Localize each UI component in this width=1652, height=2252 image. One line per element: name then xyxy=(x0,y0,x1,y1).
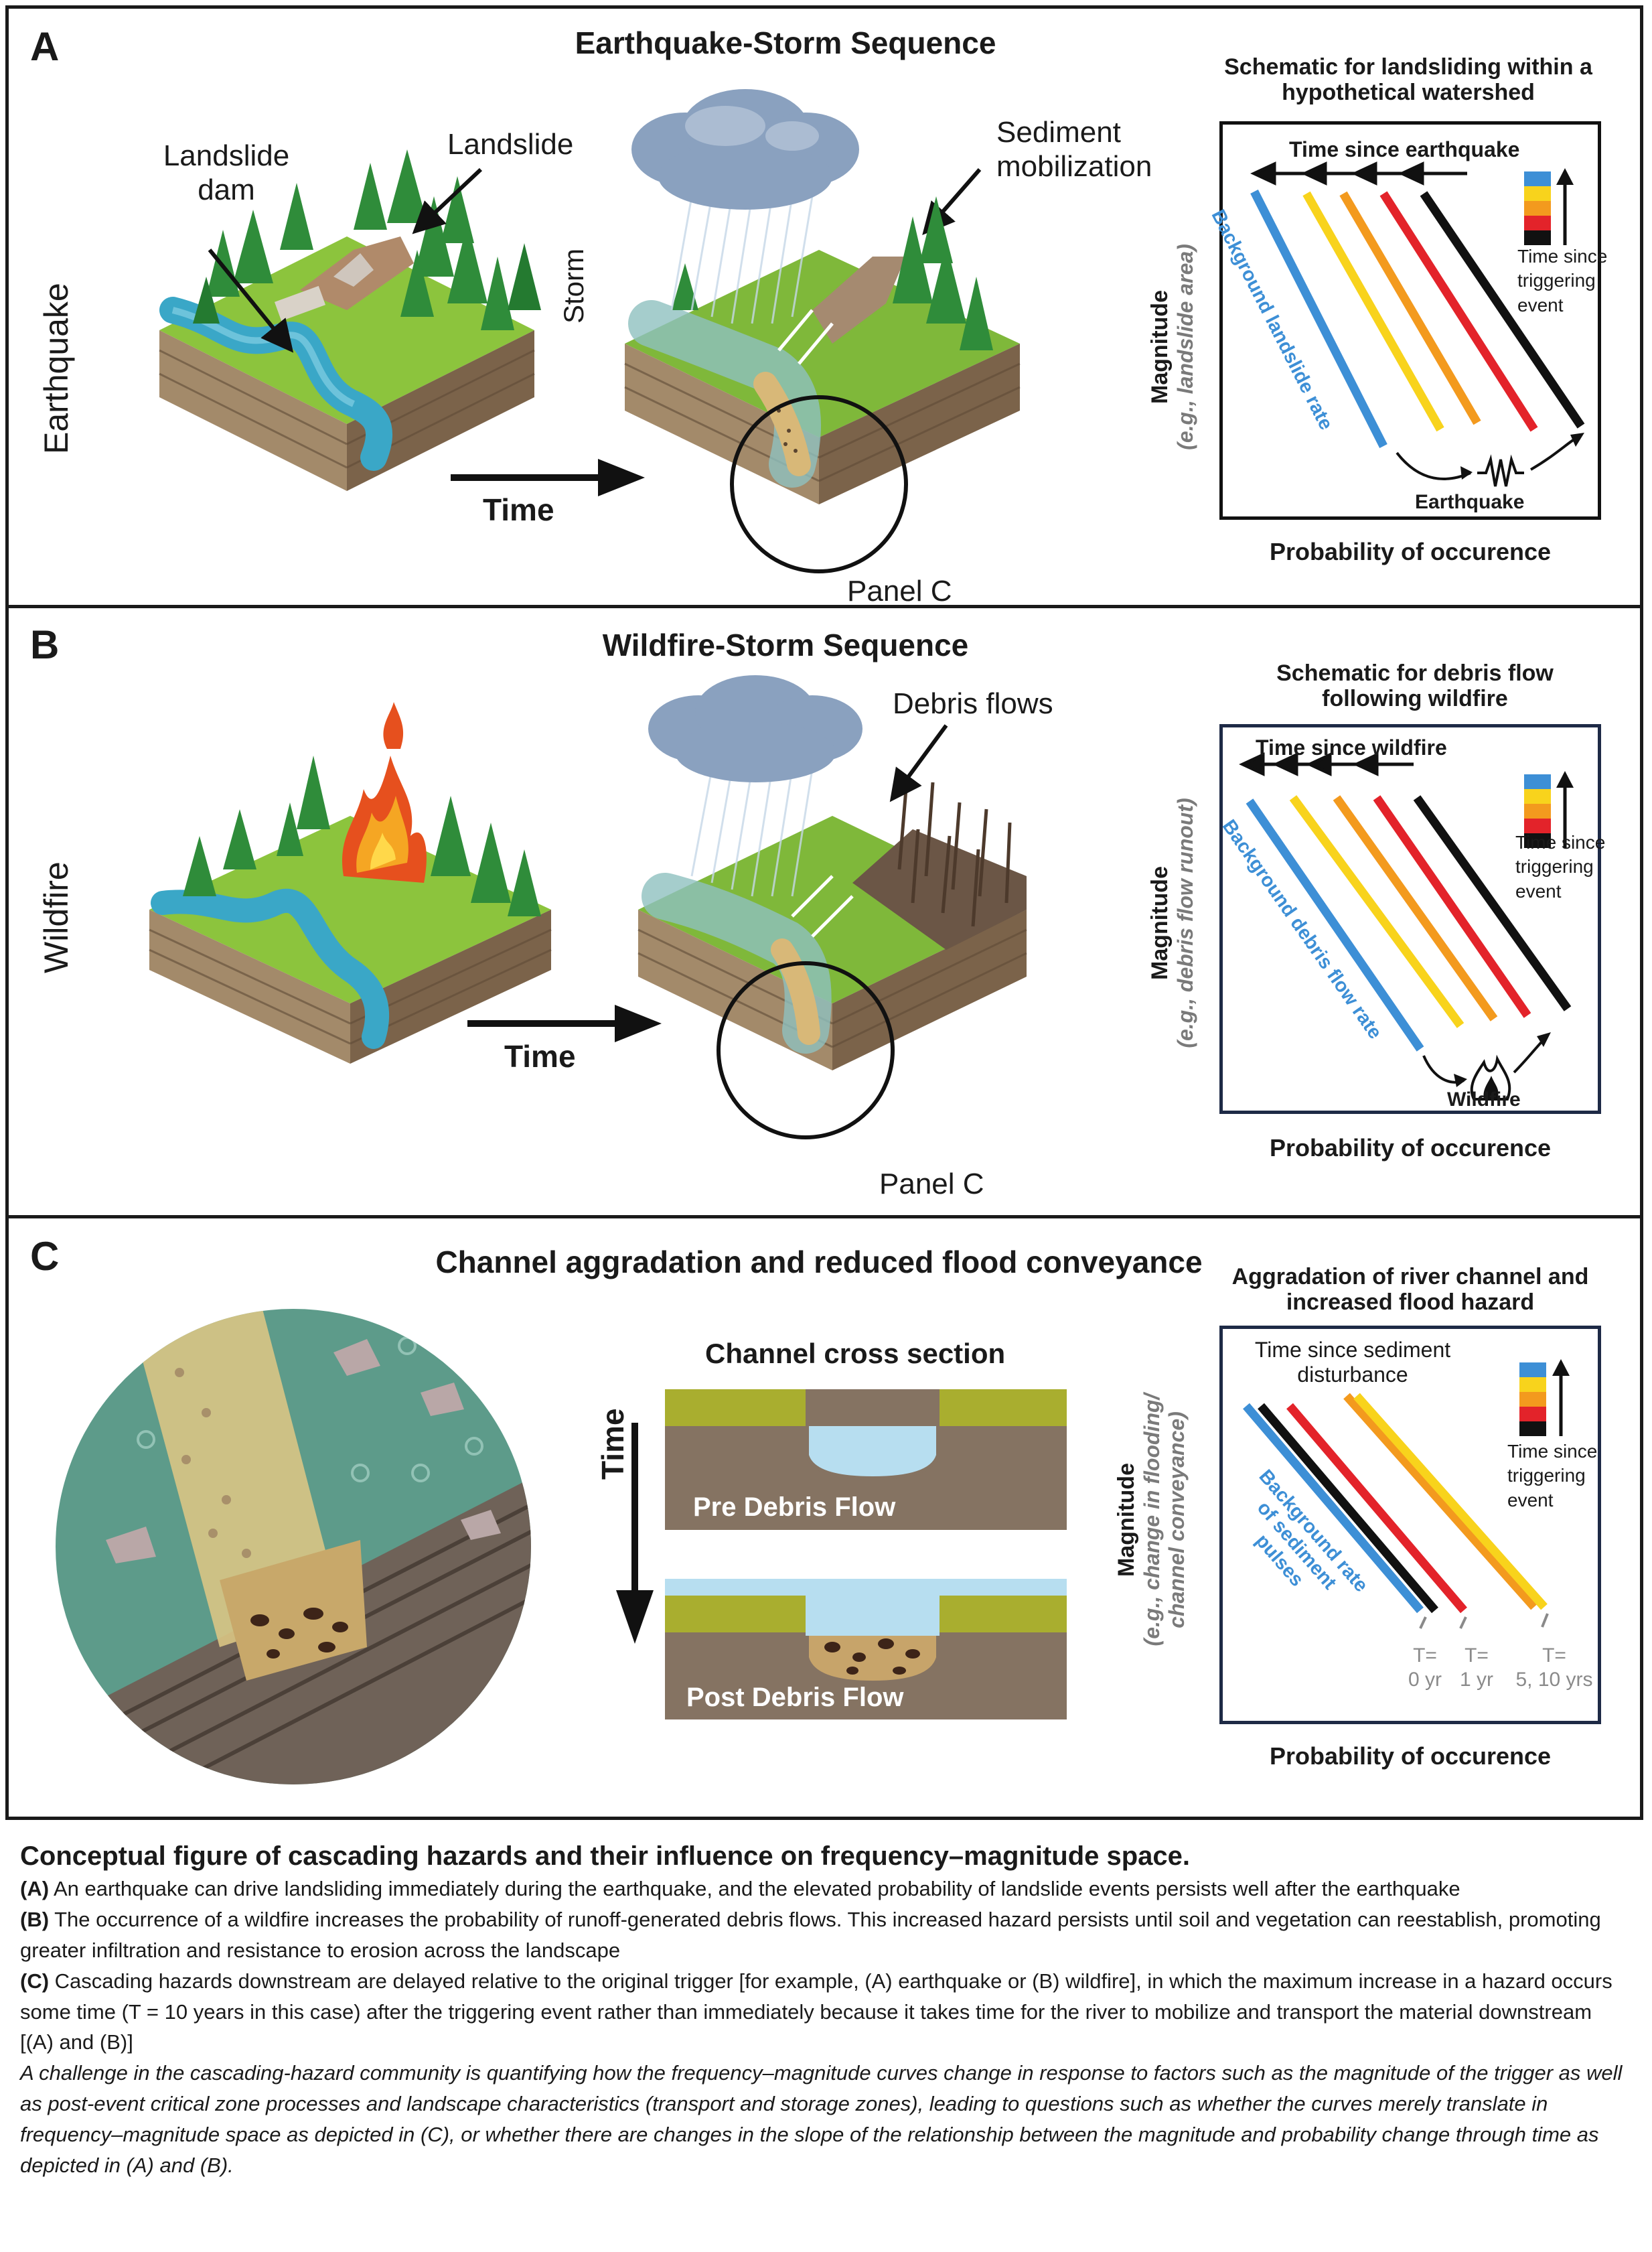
time-label: Time xyxy=(595,1408,630,1480)
panel-letter: C xyxy=(30,1234,60,1279)
t-label-prefix: T= xyxy=(1542,1644,1566,1667)
caption-a: (A) An earthquake can drive landsliding … xyxy=(20,1874,1627,1904)
debris-flows-label: Debris flows xyxy=(893,687,1053,720)
y-axis-title: Magnitude xyxy=(1147,866,1173,980)
y-axis-label: Magnitude (e.g., change in flooding/ cha… xyxy=(1114,1359,1189,1681)
caption-c-tag: (C) xyxy=(20,1969,50,1993)
caption-c-text: Cascading hazards downstream are delayed… xyxy=(20,1969,1612,2054)
caption-b-tag: (B) xyxy=(20,1907,50,1931)
panel-title: Earthquake-Storm Sequence xyxy=(575,25,996,60)
schematic-title: Schematic for landsliding within a hypot… xyxy=(1224,54,1592,106)
caption-a-tag: (A) xyxy=(20,1877,50,1900)
schematic-lines-b xyxy=(1239,752,1574,1101)
cross-section-title: Channel cross section xyxy=(705,1338,1006,1369)
landslide-dam-label: Landslide dam xyxy=(163,139,290,206)
y-axis-label: Magnitude (e.g., debris flow runout) xyxy=(1147,782,1198,1064)
t-label-value: 0 yr xyxy=(1408,1669,1442,1691)
caption-italic: A challenge in the cascading-hazard comm… xyxy=(20,2061,1623,2177)
schematic-box xyxy=(1219,724,1601,1114)
t-label-2: T= 5, 10 yrs xyxy=(1507,1644,1601,1692)
time-arrow xyxy=(467,1005,662,1042)
caption-a-text: An earthquake can drive landsliding imme… xyxy=(49,1877,1460,1900)
t-label-0: T= 0 yr xyxy=(1398,1644,1452,1692)
landslide-label: Landslide xyxy=(447,128,574,161)
trigger-label: Wildfire xyxy=(1447,1088,1521,1111)
y-axis-title: Magnitude xyxy=(1114,1463,1139,1577)
panel-c-reference: Panel C xyxy=(879,1168,984,1200)
panel-letter: B xyxy=(30,622,60,667)
caption-b-text: The occurrence of a wildfire increases t… xyxy=(20,1907,1601,1962)
time-arrow-vertical xyxy=(616,1423,654,1644)
time-since-label: Time since sediment disturbance xyxy=(1254,1338,1451,1387)
time-label: Time xyxy=(504,1039,576,1074)
t-label-value: 1 yr xyxy=(1459,1669,1493,1691)
time-since-label: Time since earthquake xyxy=(1289,137,1520,161)
panel-letter: A xyxy=(30,24,60,69)
time-arrow xyxy=(451,459,645,496)
y-axis-subtitle: (e.g., landslide area) xyxy=(1173,244,1197,450)
x-axis-label: Probability of occurence xyxy=(1269,1742,1552,1770)
schematic-lines-a xyxy=(1250,161,1585,487)
time-since-label: Time since wildfire xyxy=(1256,735,1447,760)
sediment-label: Sediment mobilization xyxy=(996,116,1152,183)
y-axis-title: Magnitude xyxy=(1147,290,1173,404)
x-axis-label: Probability of occurence xyxy=(1269,538,1552,565)
legend-label: Time since triggering event xyxy=(1515,832,1606,902)
t-label-prefix: T= xyxy=(1413,1644,1437,1667)
panel-c: C Channel aggradation and reduced flood … xyxy=(5,1215,1643,1820)
figure-caption: Conceptual figure of cascading hazards a… xyxy=(20,1839,1627,2181)
zoom-circle xyxy=(56,1309,531,1784)
legend-label: Time since triggering event xyxy=(1507,1441,1598,1510)
y-axis-subtitle: (e.g., change in flooding/ xyxy=(1140,1393,1164,1646)
panel-title: Wildfire-Storm Sequence xyxy=(602,628,969,662)
landslide-arrows xyxy=(208,167,982,353)
storm-landscape xyxy=(624,89,1021,573)
post-debris-label: Post Debris Flow xyxy=(686,1683,904,1712)
pre-debris-label: Pre Debris Flow xyxy=(693,1492,896,1522)
legend-label: Time since triggering event xyxy=(1517,246,1608,315)
panel-a: A Earthquake-Storm Sequence Earthquake S… xyxy=(5,5,1643,608)
t-label-1: T= 1 yr xyxy=(1450,1644,1503,1692)
earthquake-landscape xyxy=(159,149,541,491)
x-axis-label: Probability of occurence xyxy=(1269,1134,1552,1162)
caption-c: (C) Cascading hazards downstream are del… xyxy=(20,1966,1627,2058)
schematic-title: Schematic for debris flow following wild… xyxy=(1276,660,1554,712)
schematic-lines-c xyxy=(1243,1359,1570,1629)
t-label-prefix: T= xyxy=(1465,1644,1489,1667)
y-axis-subtitle: (e.g., debris flow runout) xyxy=(1173,798,1197,1048)
panel-b: B Wildfire-Storm Sequence Wildfire Time xyxy=(5,605,1643,1218)
debris-landscape xyxy=(637,675,1027,1139)
y-axis-label: Magnitude (e.g., landslide area) xyxy=(1147,223,1198,471)
channel-cross-sections xyxy=(665,1389,1067,1719)
panel-c-reference: Panel C xyxy=(847,575,952,608)
panel-title: Channel aggradation and reduced flood co… xyxy=(435,1245,1203,1279)
schematic-title: Aggradation of river channel and increas… xyxy=(1231,1264,1589,1316)
t-label-value: 5, 10 yrs xyxy=(1515,1669,1593,1691)
caption-title: Conceptual figure of cascading hazards a… xyxy=(20,1841,1191,1871)
time-label: Time xyxy=(483,492,554,527)
wildfire-landscape xyxy=(149,702,552,1064)
trigger-label: Earthquake xyxy=(1415,491,1525,513)
caption-b: (B) The occurrence of a wildfire increas… xyxy=(20,1904,1627,1966)
debris-arrow xyxy=(889,724,948,802)
y-axis-subtitle: channel conveyance) xyxy=(1165,1411,1189,1628)
